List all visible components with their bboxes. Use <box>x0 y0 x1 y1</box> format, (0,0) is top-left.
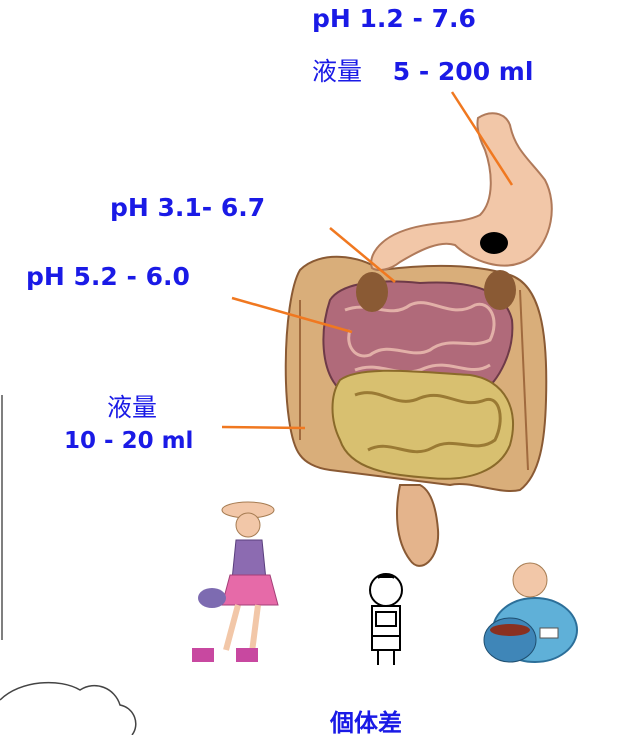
stomach-black-marker <box>480 232 508 254</box>
stomach-ph-label: pH 1.2 - 7.6 <box>312 4 476 33</box>
individual-difference-label: 個体差 <box>330 703 402 738</box>
elderly-figure <box>484 563 577 662</box>
child-figure <box>370 574 402 665</box>
stomach-volume-label: 液量 <box>312 57 362 86</box>
cloud-outline <box>0 683 136 735</box>
colon-volume-label: 液量 <box>107 388 157 424</box>
cecum-left <box>356 272 388 312</box>
stomach-volume: 液量 5 - 200 ml <box>312 52 533 88</box>
stomach-volume-value: 5 - 200 ml <box>393 57 534 86</box>
cecum-right <box>484 270 516 310</box>
arrow-colon <box>222 427 305 428</box>
jejunum-ph-label: pH 5.2 - 6.0 <box>26 262 190 291</box>
duodenum-ph-label: pH 3.1- 6.7 <box>110 193 265 222</box>
colon-volume-value: 10 - 20 ml <box>64 428 193 454</box>
woman-figure <box>192 502 278 662</box>
stomach <box>371 113 552 270</box>
rectum <box>397 485 438 566</box>
ileum <box>333 371 514 479</box>
